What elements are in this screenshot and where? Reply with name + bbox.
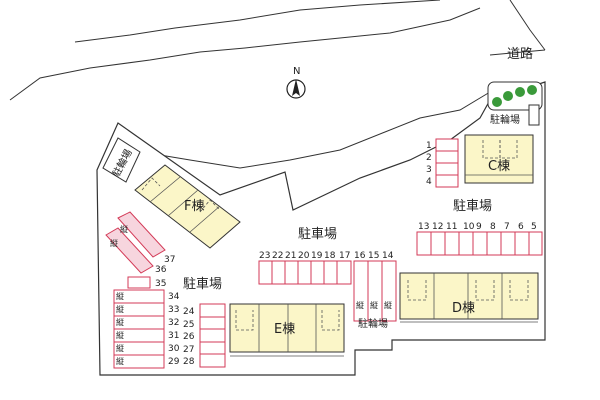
trees-icon (487, 81, 543, 111)
bike-parking-left: 駐輪場 (102, 137, 141, 183)
building-e: E棟 (229, 303, 345, 357)
svg-text:37: 37 (164, 255, 175, 265)
svg-text:3: 3 (426, 165, 432, 175)
svg-text:5: 5 (531, 222, 537, 232)
svg-text:13: 13 (418, 222, 429, 232)
svg-text:縦: 縦 (356, 300, 364, 310)
svg-text:15: 15 (368, 251, 379, 261)
svg-text:27: 27 (183, 345, 194, 355)
parking-17-23: 23 22 21 20 19 18 17 (258, 251, 352, 285)
svg-text:16: 16 (354, 251, 366, 261)
svg-text:36: 36 (155, 265, 167, 275)
building-d: D棟 (399, 272, 539, 323)
svg-text:8: 8 (490, 222, 496, 232)
bike-parking-top-label: 駐輪場 (490, 113, 520, 126)
svg-text:7: 7 (504, 222, 510, 232)
bike-parking-bottom-label: 駐輪場 (358, 317, 388, 330)
svg-text:34: 34 (168, 292, 180, 302)
parking-14-16: 16 15 14 縦 縦 縦 (353, 251, 397, 322)
svg-text:30: 30 (168, 344, 180, 354)
road-lines (9, 0, 546, 169)
svg-text:縦: 縦 (116, 343, 124, 353)
building-f: F棟 (134, 164, 241, 249)
svg-text:縦: 縦 (116, 291, 124, 301)
svg-text:23: 23 (259, 251, 270, 261)
svg-text:11: 11 (446, 222, 457, 232)
parking-36-37: 縦 縦 37 36 (105, 211, 175, 275)
svg-text:33: 33 (168, 305, 179, 315)
svg-text:縦: 縦 (116, 356, 124, 366)
svg-text:12: 12 (432, 222, 443, 232)
svg-text:縦: 縦 (110, 238, 118, 248)
parking-1-4: 1 2 3 4 (426, 138, 459, 188)
north-compass-icon: N (286, 66, 306, 99)
parking-29-34: 34 33 32 31 30 29 縦 縦 縦 縦 縦 縦 (113, 289, 180, 369)
svg-text:9: 9 (476, 222, 482, 232)
svg-text:縦: 縦 (116, 304, 124, 314)
svg-text:29: 29 (168, 357, 180, 367)
svg-text:縦: 縦 (116, 317, 124, 327)
svg-text:6: 6 (518, 222, 524, 232)
building-c: C棟 (464, 134, 534, 184)
parking-24-28: 24 25 26 27 28 (183, 303, 226, 368)
svg-text:19: 19 (311, 251, 323, 261)
svg-text:4: 4 (426, 177, 432, 187)
bike-parking-top (528, 104, 540, 126)
building-e-label: E棟 (274, 322, 295, 337)
parking-center-label: 駐車場 (298, 227, 337, 242)
svg-text:20: 20 (298, 251, 310, 261)
svg-text:縦: 縦 (116, 330, 124, 340)
svg-text:22: 22 (272, 251, 283, 261)
svg-text:2: 2 (426, 153, 432, 163)
svg-text:26: 26 (183, 332, 195, 342)
svg-text:1: 1 (426, 141, 432, 151)
svg-text:縦: 縦 (370, 300, 378, 310)
parking-left-label: 駐車場 (183, 277, 222, 292)
svg-text:28: 28 (183, 357, 195, 367)
svg-text:17: 17 (339, 251, 350, 261)
svg-text:縦: 縦 (384, 300, 392, 310)
road-label: 道路 (507, 46, 533, 62)
svg-text:21: 21 (285, 251, 296, 261)
svg-text:14: 14 (382, 251, 394, 261)
building-d-label: D棟 (452, 301, 475, 316)
svg-text:24: 24 (183, 307, 195, 317)
svg-text:25: 25 (183, 320, 194, 330)
svg-text:縦: 縦 (120, 224, 128, 234)
svg-text:10: 10 (463, 222, 475, 232)
parking-right-label: 駐車場 (453, 199, 492, 214)
svg-text:32: 32 (168, 318, 179, 328)
svg-text:31: 31 (168, 331, 179, 341)
svg-text:18: 18 (324, 251, 336, 261)
building-c-label: C棟 (488, 159, 510, 174)
parking-35 (127, 276, 151, 289)
building-f-label: F棟 (184, 199, 204, 214)
svg-text:N: N (293, 66, 300, 77)
parking-35-label: 35 (155, 279, 166, 289)
parking-5-13: 13 12 11 10 9 8 7 6 5 (416, 222, 543, 256)
